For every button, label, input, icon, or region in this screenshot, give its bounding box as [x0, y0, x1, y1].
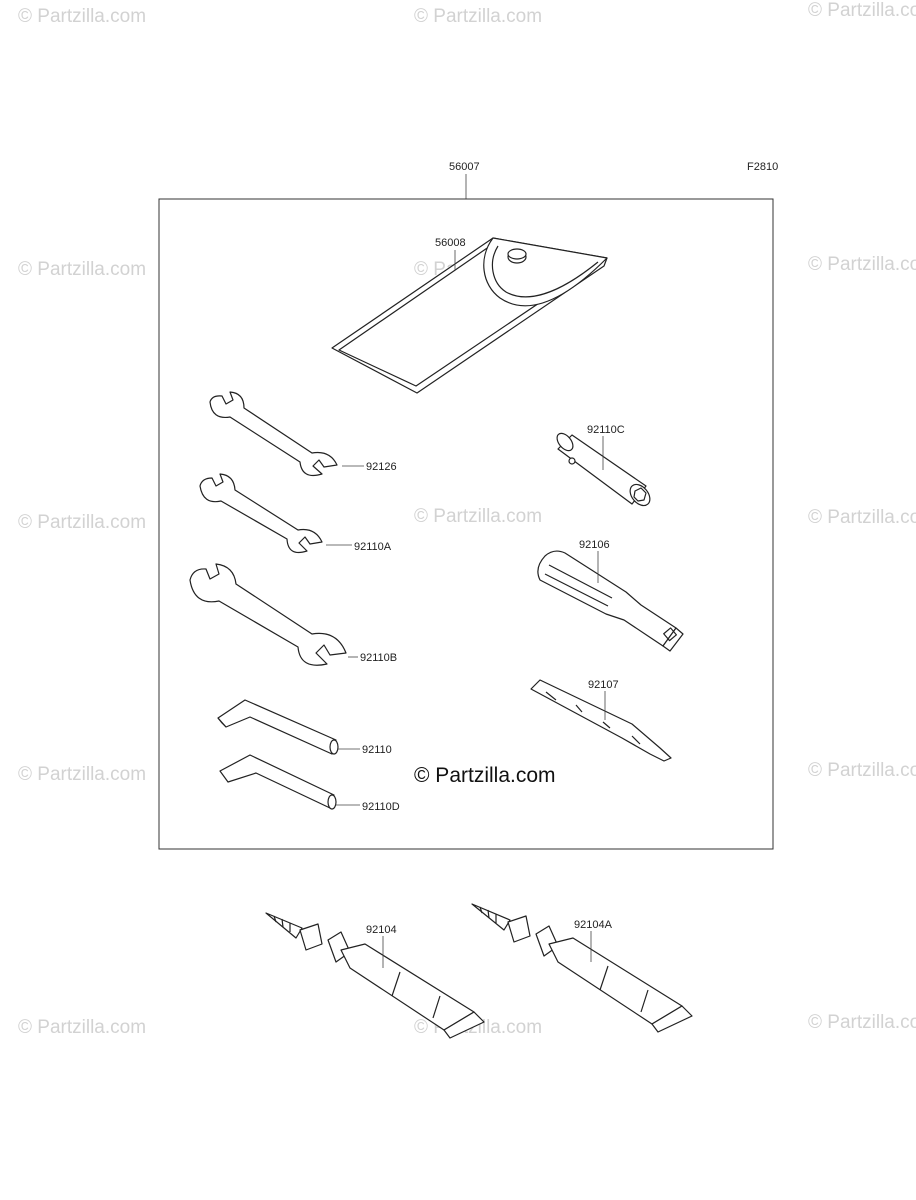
figure-code: F2810	[747, 161, 778, 173]
watermark: © Partzilla.com	[18, 6, 146, 27]
grease-tube-92104A[interactable]	[471, 903, 693, 1033]
watermark: © Partzilla.com	[808, 254, 916, 275]
watermark: © Partzilla.com	[18, 1017, 146, 1038]
label-92107: 92107	[588, 679, 619, 691]
wrench-92126[interactable]	[209, 391, 338, 477]
hex-key-92110[interactable]	[217, 699, 339, 755]
watermark: © Partzilla.com	[414, 6, 542, 27]
watermark: © Partzilla.com	[18, 764, 146, 785]
kit-label: 56007	[449, 161, 480, 173]
wrench-92110B[interactable]	[189, 563, 347, 666]
watermark: © Partzilla.com	[808, 760, 916, 781]
label-92104A: 92104A	[574, 919, 613, 931]
watermark: © Partzilla.com	[808, 507, 916, 528]
driver-handle-92106[interactable]	[537, 550, 684, 652]
label-92104: 92104	[366, 924, 397, 936]
tool-bag-56008[interactable]	[331, 237, 608, 394]
kit-frame	[158, 198, 774, 850]
watermark: © Partzilla.com	[18, 259, 146, 280]
label-92110D: 92110D	[362, 801, 400, 813]
label-92106: 92106	[579, 539, 610, 551]
grease-tube-92104[interactable]	[265, 912, 485, 1039]
watermark-layer: © Partzilla.com © Partzilla.com © Partzi…	[18, 0, 916, 1038]
label-92110: 92110	[362, 744, 392, 756]
center-watermark: © Partzilla.com	[414, 764, 556, 787]
screwdriver-bit-92107[interactable]	[530, 679, 672, 762]
watermark: © Partzilla.com	[414, 506, 542, 527]
hex-key-92110D[interactable]	[219, 754, 337, 810]
watermark: © Partzilla.com	[808, 1012, 916, 1033]
watermark: © Partzilla.com	[18, 512, 146, 533]
label-92110B: 92110B	[360, 652, 397, 664]
label-92110A: 92110A	[354, 541, 392, 553]
watermark: © Partzilla.com	[808, 0, 916, 21]
wrench-92110A[interactable]	[199, 473, 323, 554]
label-92126: 92126	[366, 461, 397, 473]
label-56008: 56008	[435, 237, 466, 249]
box-spanner-92110C[interactable]	[554, 430, 654, 509]
label-92110C: 92110C	[587, 424, 625, 436]
